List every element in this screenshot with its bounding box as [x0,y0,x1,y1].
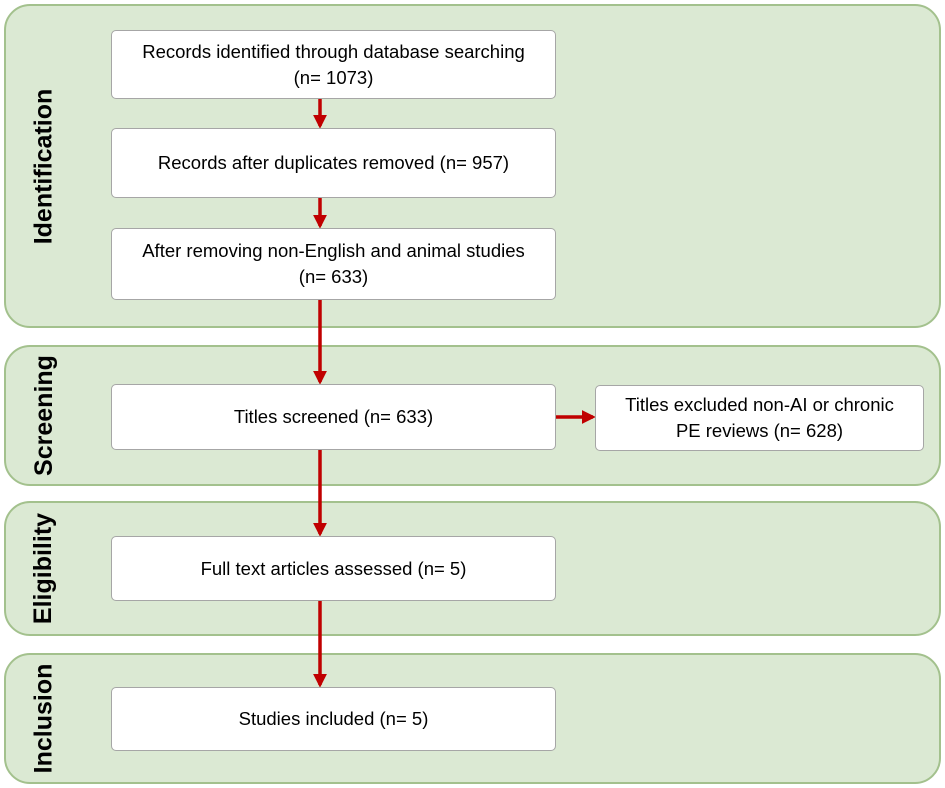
box-studies-included: Studies included (n= 5) [111,687,556,751]
box-titles-excluded: Titles excluded non-AI or chronic PE rev… [595,385,924,451]
box-titles-screened: Titles screened (n= 633) [111,384,556,450]
box-records-identified: Records identified through database sear… [111,30,556,99]
box-non-english-removed: After removing non-English and animal st… [111,228,556,300]
box-full-text-assessed: Full text articles assessed (n= 5) [111,536,556,601]
box-duplicates-removed: Records after duplicates removed (n= 957… [111,128,556,198]
